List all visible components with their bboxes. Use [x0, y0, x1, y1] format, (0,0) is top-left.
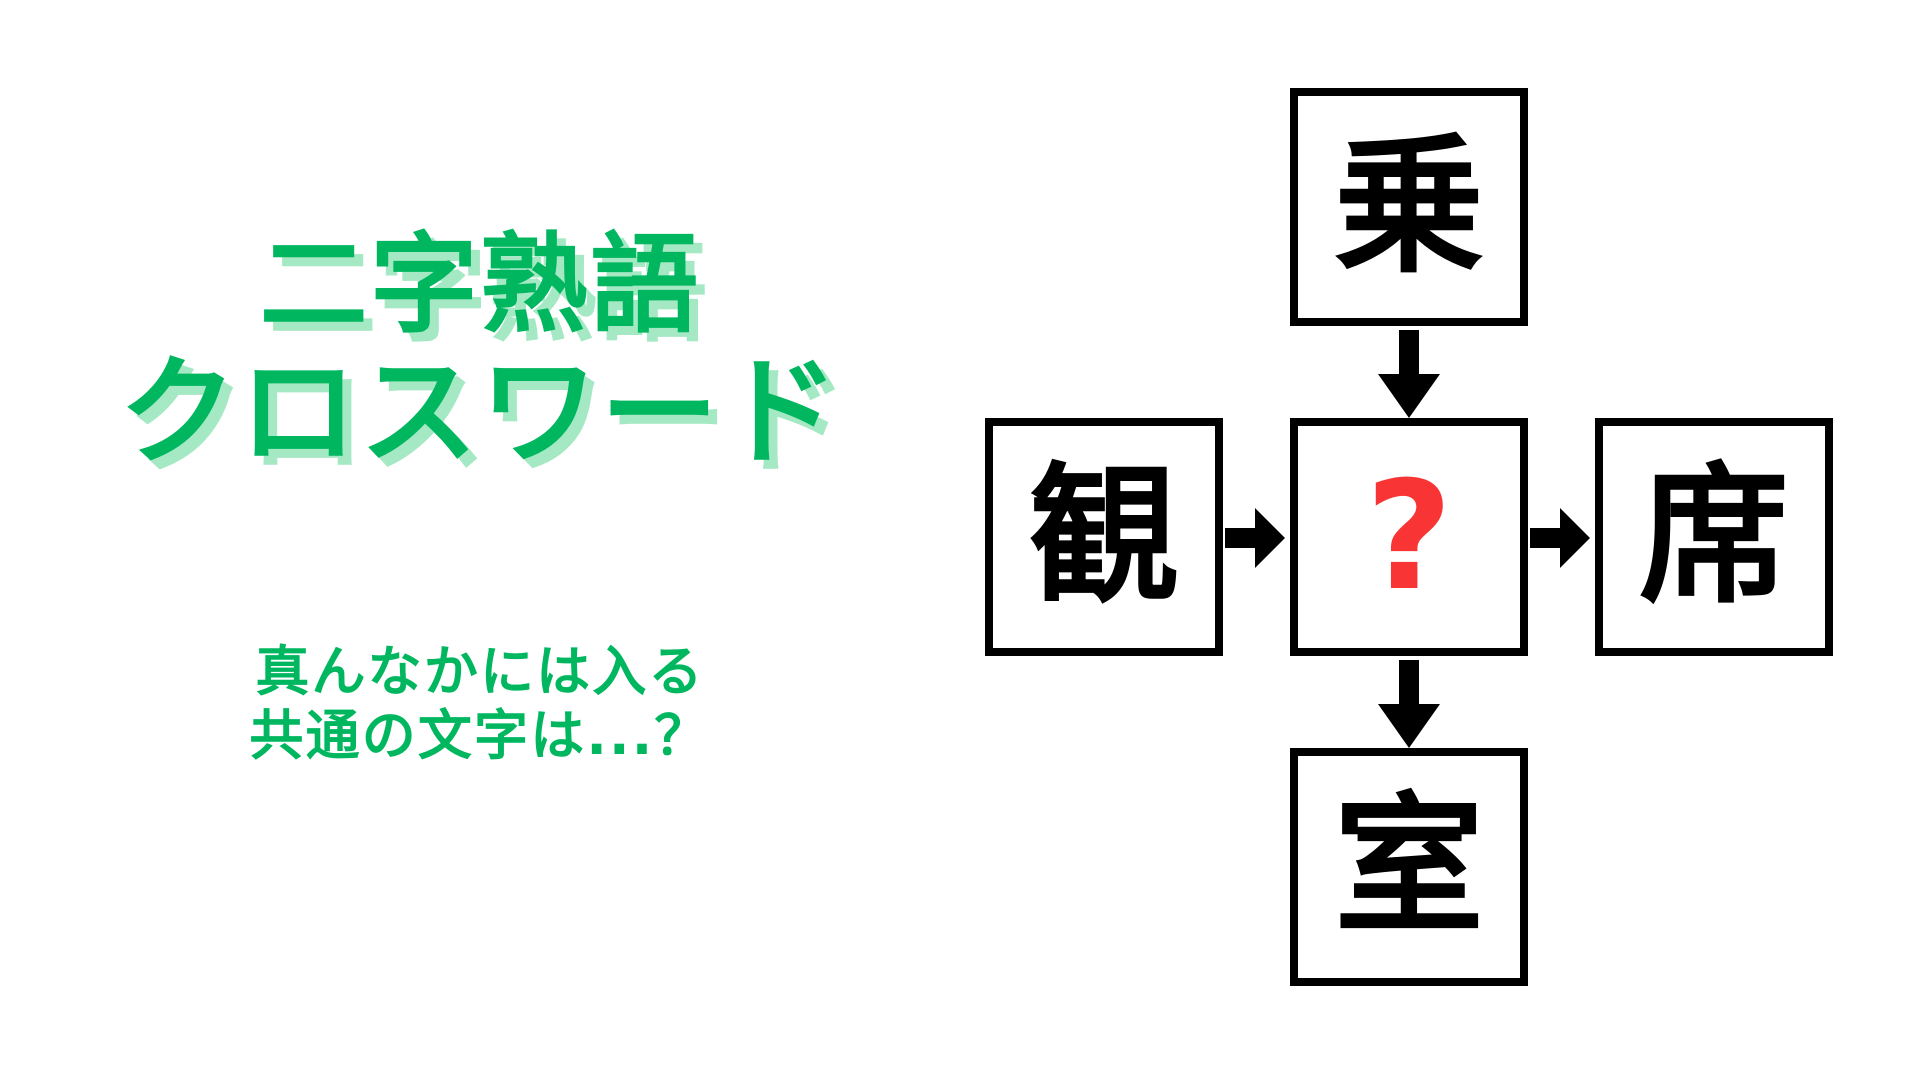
puzzle-cell-left-char: 観: [1028, 450, 1179, 624]
puzzle-cell-top-char: 乗: [1333, 120, 1484, 294]
title-panel: 二字熟語 クロスワード 真んなかには入る 共通の文字は...？: [0, 223, 960, 767]
arrow-right-icon-left-to-center: [1225, 508, 1285, 568]
arrow-right-icon-center-to-right: [1530, 508, 1590, 568]
puzzle-cell-bottom-char: 室: [1333, 780, 1484, 954]
puzzle-cell-bottom[interactable]: 室: [1290, 748, 1528, 986]
title-line-1: 二字熟語: [259, 223, 701, 348]
puzzle-cell-top[interactable]: 乗: [1290, 88, 1528, 326]
puzzle-cell-right[interactable]: 席: [1595, 418, 1833, 656]
subtitle-line-2: 共通の文字は...？: [249, 703, 711, 767]
puzzle-cell-center[interactable]: ?: [1290, 418, 1528, 656]
puzzle-cell-center-char: ?: [1365, 450, 1453, 624]
page-title: 二字熟語 クロスワード: [0, 223, 960, 481]
title-line-2: クロスワード: [118, 342, 842, 481]
subtitle-line-1: 真んなかには入る: [255, 640, 705, 703]
subtitle: 真んなかには入る 共通の文字は...？: [0, 640, 960, 767]
arrow-down-icon-top-to-center: [1378, 330, 1440, 418]
arrow-down-icon-center-to-bottom: [1378, 660, 1440, 748]
crossword-puzzle: 乗 観 ? 席: [960, 0, 1920, 1080]
puzzle-cell-left[interactable]: 観: [985, 418, 1223, 656]
puzzle-cell-right-char: 席: [1638, 450, 1789, 624]
